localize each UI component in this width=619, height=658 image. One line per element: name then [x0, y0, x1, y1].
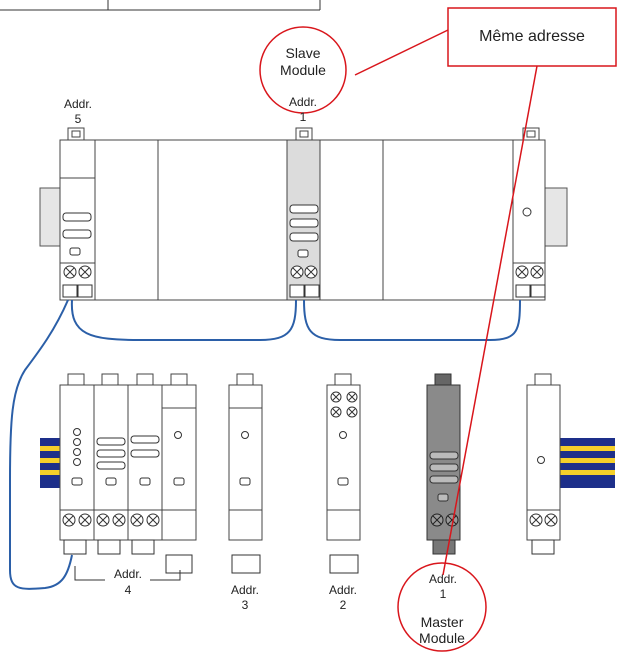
master-label-line2: Module — [419, 630, 465, 646]
din-rail-left-upper — [39, 187, 63, 247]
module-addr2 — [326, 373, 361, 574]
module-addr5 — [60, 127, 95, 298]
slave-addr-word: Addr. — [288, 95, 318, 109]
bus-cables — [9, 299, 521, 590]
addr5-word: Addr. — [63, 97, 93, 111]
master-label-line1: Master — [420, 614, 464, 630]
table-fragment — [0, 0, 321, 11]
module-lower-right — [526, 373, 561, 555]
addr4-word: Addr. — [113, 567, 143, 581]
module-group-addr4 — [59, 373, 197, 574]
master-addr-word: Addr. — [428, 572, 458, 586]
addr4-number: 4 — [124, 583, 132, 597]
module-upper-right — [513, 127, 546, 298]
slave-label-line1: Slave — [285, 45, 321, 61]
slave-label-line2: Module — [280, 62, 326, 78]
cable-addr5-to-addr4 — [9, 299, 73, 590]
same-address-label: Même adresse — [479, 28, 585, 45]
callouts — [259, 7, 617, 652]
module-addr3 — [228, 373, 263, 574]
slave-circle — [259, 26, 347, 114]
cable-slave-to-right — [303, 299, 521, 341]
leader-to-slave — [354, 29, 449, 76]
same-address-box — [447, 7, 617, 67]
master-addr-number: 1 — [439, 587, 447, 601]
addr3-number: 3 — [241, 598, 249, 612]
master-circle — [397, 562, 487, 652]
cable-addr5-to-slave — [70, 299, 297, 341]
addr3-word: Addr. — [230, 583, 260, 597]
flat-cable-right — [560, 438, 615, 488]
lower-assembly — [40, 373, 615, 574]
addr2-number: 2 — [339, 598, 347, 612]
addr5-number: 5 — [74, 112, 82, 126]
slave-addr-number: 1 — [299, 110, 307, 124]
flat-cable-left — [40, 438, 62, 488]
din-rail-right-upper — [544, 187, 568, 247]
addr2-word: Addr. — [328, 583, 358, 597]
slave-module — [286, 127, 321, 301]
master-module — [426, 373, 461, 555]
leader-to-master — [442, 65, 538, 576]
upper-assembly — [39, 127, 568, 301]
